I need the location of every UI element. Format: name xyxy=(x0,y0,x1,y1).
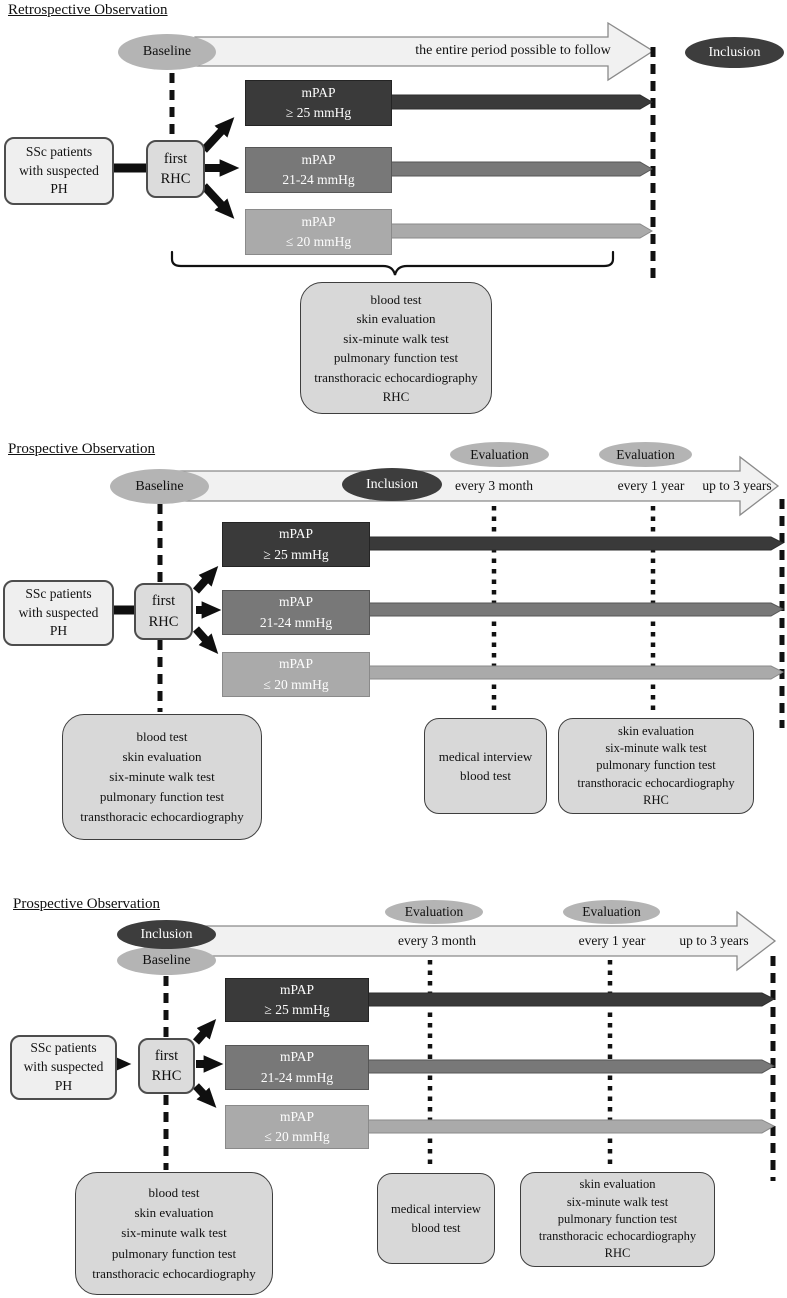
panel1-rhc-arrow-severe xyxy=(201,117,235,153)
panel2-group-box-severe: mPAP ≥ 25 mmHg xyxy=(222,522,370,567)
panel1-brace xyxy=(170,250,615,276)
panel2-followup-bar-borderline xyxy=(367,602,785,617)
panel2-baseline-ellipse: Baseline xyxy=(110,469,209,504)
panel1-followup-bar-borderline xyxy=(389,161,653,177)
panel2-timeline-arrow xyxy=(159,455,780,517)
panel3-rhc-arrow-severe xyxy=(192,1018,217,1045)
panel3-interval-tests-box: medical interview blood test xyxy=(377,1173,495,1264)
panel1-title: Retrospective Observation xyxy=(8,2,168,18)
panel2-title: Prospective Observation xyxy=(8,441,156,457)
panel1-first-rhc-box: first RHC xyxy=(146,140,205,198)
panel3-group-box-normal: mPAP ≤ 20 mmHg xyxy=(225,1105,369,1149)
panel2-tick-every-1-year: every 1 year xyxy=(617,478,685,493)
panel2-tick-every-3-month: every 3 month xyxy=(455,478,533,493)
panel2-followup-bar-severe xyxy=(367,536,785,551)
panel3-followup-bar-severe xyxy=(366,992,776,1007)
panel2-inclusion-ellipse: Inclusion xyxy=(342,468,442,501)
panel1-rhc-arrow-normal xyxy=(201,183,235,219)
panel3-timeline-arrow xyxy=(165,910,777,972)
panel1-group-box-borderline: mPAP 21-24 mmHg xyxy=(245,147,392,193)
panel3-tick-every-3-month: every 3 month xyxy=(398,933,476,948)
panel1-timeline-arrow xyxy=(194,21,655,82)
panel3-group-box-borderline: mPAP 21-24 mmHg xyxy=(225,1045,369,1090)
panel1-followup-bar-severe xyxy=(389,94,653,110)
panel3-baseline-tests-box: blood test skin evaluation six-minute wa… xyxy=(75,1172,273,1295)
panel1-inclusion-ellipse: Inclusion xyxy=(685,37,784,68)
panel1-group-box-normal: mPAP ≤ 20 mmHg xyxy=(245,209,392,255)
panel1-baseline-ellipse: Baseline xyxy=(118,34,216,70)
panel2-tick-up-to-3-years: up to 3 years xyxy=(702,478,772,493)
panel3-tick-every-1-year: every 1 year xyxy=(578,933,646,948)
panel2-rhc-arrow-severe xyxy=(193,566,219,594)
panel3-followup-bar-borderline xyxy=(366,1059,776,1074)
panel2-interval-tests-box: medical interview blood test xyxy=(424,718,547,814)
panel2-followup-bar-normal xyxy=(367,665,785,680)
panel2-group-box-borderline: mPAP 21-24 mmHg xyxy=(222,590,370,635)
panel3-first-rhc-box: first RHC xyxy=(138,1038,195,1094)
panel1-group-box-severe: mPAP ≥ 25 mmHg xyxy=(245,80,392,126)
panel3-inclusion-ellipse: Inclusion xyxy=(117,920,216,949)
panel1-baseline-tests-box: blood test skin evaluation six-minute wa… xyxy=(300,282,492,414)
panel3-patients-box: SSc patients with suspected PH xyxy=(10,1035,117,1100)
panel3-evaluation-ellipse-2: Evaluation xyxy=(563,900,660,924)
panel2-evaluation-ellipse-2: Evaluation xyxy=(599,442,692,467)
panel2-group-box-normal: mPAP ≤ 20 mmHg xyxy=(222,652,370,697)
panel3-baseline-ellipse: Baseline xyxy=(117,946,216,975)
panel1-followup-bar-normal xyxy=(389,223,653,239)
panel2-evaluation-ellipse-1: Evaluation xyxy=(450,442,549,467)
panel3-tick-up-to-3-years: up to 3 years xyxy=(679,933,749,948)
panel3-evaluation-ellipse-1: Evaluation xyxy=(385,900,483,924)
panel3-group-box-severe: mPAP ≥ 25 mmHg xyxy=(225,978,369,1022)
panel2-patients-box: SSc patients with suspected PH xyxy=(3,580,114,646)
panel3-annual-tests-box: skin evaluation six-minute walk test pul… xyxy=(520,1172,715,1267)
panel3-title: Prospective Observation xyxy=(13,896,161,912)
panel2-baseline-tests-box: blood test skin evaluation six-minute wa… xyxy=(62,714,262,840)
panel2-first-rhc-box: first RHC xyxy=(134,583,193,640)
panel1-patients-box: SSc patients with suspected PH xyxy=(4,137,114,205)
panel2-rhc-arrow-normal xyxy=(193,626,219,654)
panel1-arrow-label: the entire period possible to follow xyxy=(415,43,611,58)
panel3-followup-bar-normal xyxy=(366,1119,776,1134)
panel2-annual-tests-box: skin evaluation six-minute walk test pul… xyxy=(558,718,754,814)
panel3-rhc-arrow-normal xyxy=(193,1083,217,1108)
